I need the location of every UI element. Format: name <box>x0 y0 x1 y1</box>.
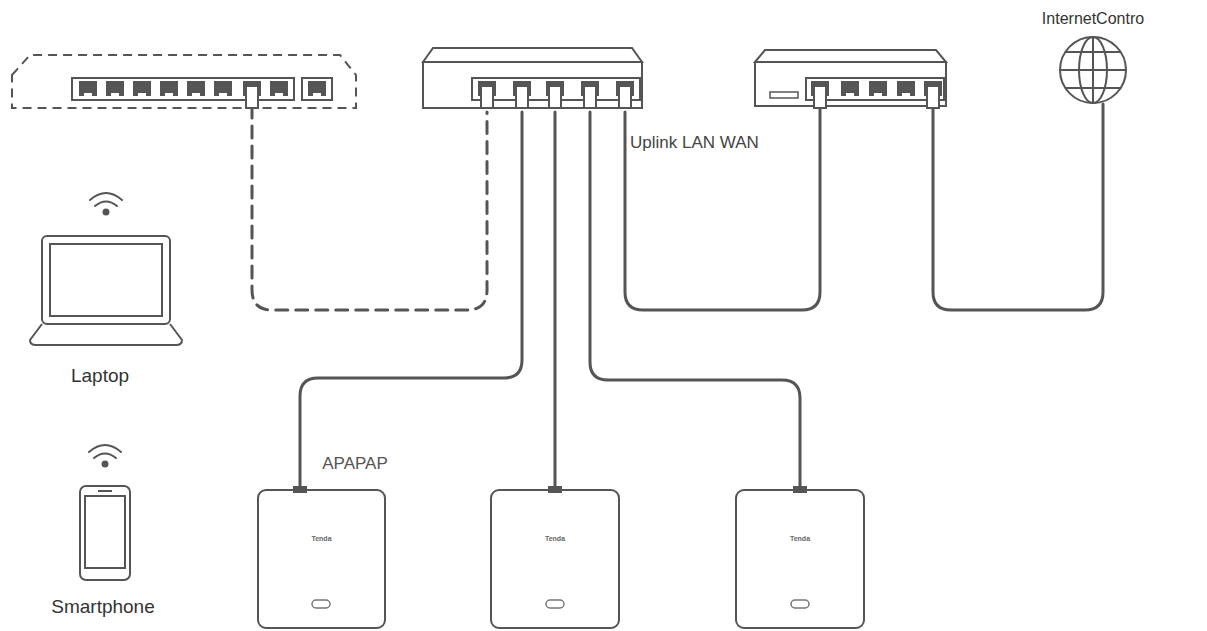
port <box>106 81 124 96</box>
cable-plug <box>246 86 258 108</box>
port-notch <box>111 93 119 96</box>
optional-switch <box>12 55 356 108</box>
port <box>270 81 288 96</box>
port <box>79 81 97 96</box>
ap-cable <box>590 112 800 490</box>
phone-speaker <box>98 490 112 492</box>
port <box>214 81 232 96</box>
device-label-node: Smartphone <box>51 596 155 618</box>
port-panel <box>302 78 332 100</box>
router-slot <box>770 92 798 98</box>
router <box>755 50 946 108</box>
cable-plug <box>516 86 528 108</box>
access-point-node: APAPAPTenda <box>258 490 385 628</box>
ports <box>811 81 942 108</box>
laptop-icon <box>30 193 182 345</box>
ap-port <box>794 487 806 492</box>
router-top <box>755 50 946 62</box>
ap-cable <box>554 112 557 490</box>
wan-cable <box>933 104 1103 310</box>
ap-housing <box>491 490 619 628</box>
phone-body <box>80 486 130 580</box>
router-body <box>755 62 946 106</box>
uplink-cable <box>625 108 820 310</box>
port-notch <box>84 93 92 96</box>
ap-indicators <box>312 600 809 608</box>
switch-body <box>423 62 642 108</box>
port-notch <box>874 93 882 96</box>
laptop-screen <box>42 236 170 324</box>
wifi-waves <box>89 445 121 458</box>
wifi-waves <box>90 193 122 206</box>
cable-plug <box>481 86 493 108</box>
device-label: InternetContro <box>1042 10 1144 28</box>
laptop-base <box>30 324 182 345</box>
cables <box>252 104 1103 490</box>
ap-indicator <box>791 600 809 608</box>
ports <box>478 81 634 108</box>
ap-indicator <box>546 600 564 608</box>
port-notch <box>219 93 227 96</box>
wifi-dot <box>104 210 109 215</box>
cable-plug <box>927 86 939 108</box>
port <box>841 81 859 96</box>
device-label: Smartphone <box>51 596 155 618</box>
port-notch <box>846 93 854 96</box>
port-notch <box>192 93 200 96</box>
port <box>897 81 915 96</box>
port-label: Uplink LAN WAN <box>628 133 761 153</box>
globe-parallel <box>1060 69 1126 71</box>
ap-housing <box>258 490 385 628</box>
phone-screen <box>85 496 125 568</box>
poe-switch <box>423 48 642 108</box>
laptop-display <box>50 244 162 316</box>
cable-plug <box>814 86 826 108</box>
smartphone-icon <box>80 445 130 580</box>
port <box>308 81 326 96</box>
port-notch <box>275 93 283 96</box>
optional-cable <box>252 106 487 310</box>
brand-logo: Tenda <box>545 535 565 542</box>
globe-parallel <box>1066 52 1120 88</box>
wifi-dot <box>103 462 108 467</box>
port-notch <box>165 93 173 96</box>
ports <box>79 81 326 108</box>
cable-plug <box>549 86 561 108</box>
device-label: Laptop <box>71 365 129 387</box>
port <box>869 81 887 96</box>
ap-port <box>549 487 561 492</box>
ap-housing <box>736 490 864 628</box>
device-label-node: InternetContro <box>1042 10 1144 28</box>
port-notch <box>902 93 910 96</box>
device-heading: APAPAP <box>322 454 388 474</box>
brand-logo: Tenda <box>790 535 810 542</box>
globe-outline <box>1060 37 1126 103</box>
ap-cable <box>300 112 522 490</box>
cable-plug <box>619 86 631 108</box>
switch-outline <box>12 55 356 108</box>
port <box>160 81 178 96</box>
port-notch <box>313 93 321 96</box>
access-point-node: Tenda <box>491 490 619 628</box>
access-point-node: Tenda <box>736 490 864 628</box>
internet-globe <box>1060 37 1126 103</box>
port-panel <box>72 78 294 100</box>
device-label-node: Laptop <box>71 365 129 387</box>
port <box>133 81 151 96</box>
ap-port <box>294 487 306 492</box>
brand-logo: Tenda <box>311 535 331 542</box>
switch-top <box>423 48 642 62</box>
access-points <box>258 487 864 628</box>
port-notch <box>138 93 146 96</box>
ap-indicator <box>312 600 330 608</box>
port <box>187 81 205 96</box>
cable-plug <box>584 86 596 108</box>
